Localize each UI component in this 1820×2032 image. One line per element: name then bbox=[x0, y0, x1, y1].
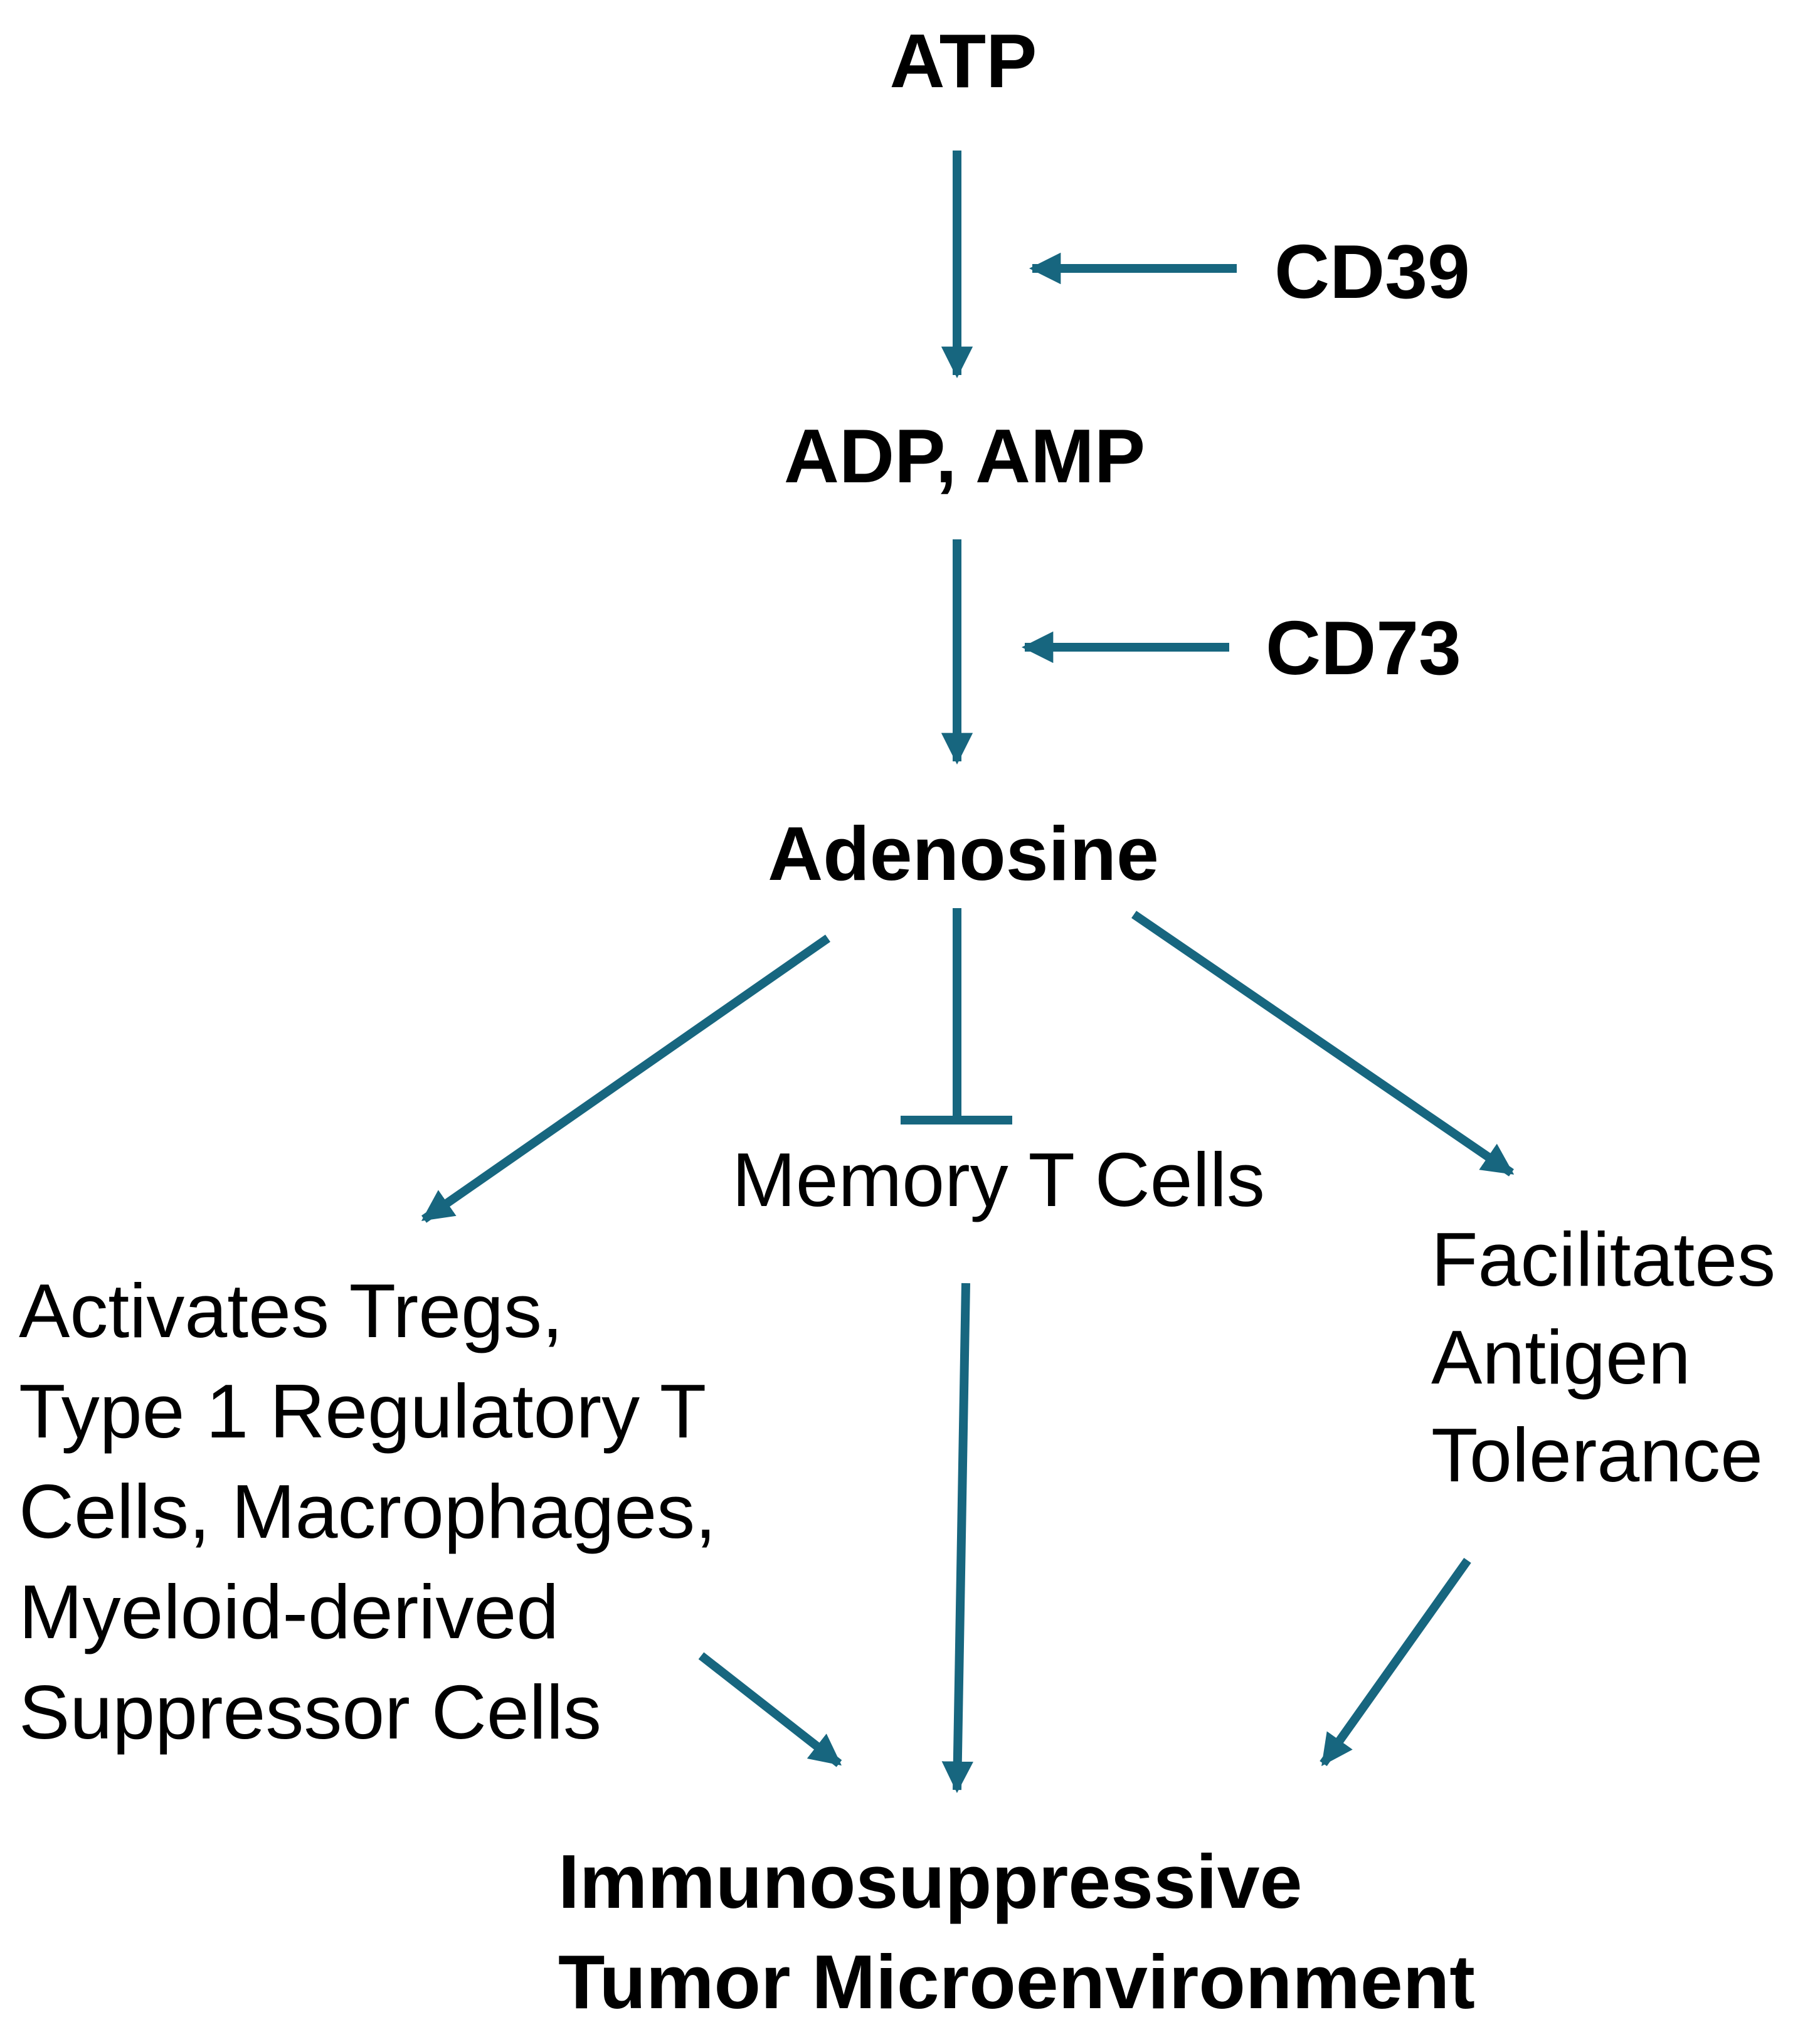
arrow-activates-to-outcome bbox=[698, 1652, 842, 1767]
node-outcome: Immunosuppressive Tumor Microenvironment bbox=[558, 1831, 1475, 2032]
arrow-facilitates-to-outcome bbox=[1320, 1557, 1471, 1767]
node-facilitates: Facilitates Antigen Tolerance bbox=[1431, 1210, 1775, 1504]
node-activates: Activates Tregs, Type 1 Regulatory T Cel… bbox=[19, 1261, 716, 1762]
outcome-line: Tumor Microenvironment bbox=[558, 1939, 1475, 2024]
outcome-line: Immunosuppressive bbox=[558, 1839, 1303, 1924]
node-cd39: CD39 bbox=[1274, 229, 1470, 314]
activates-line: Activates Tregs, bbox=[19, 1268, 563, 1353]
activates-line: Cells, Macrophages, bbox=[19, 1469, 717, 1554]
facilitates-line: Antigen bbox=[1431, 1315, 1691, 1400]
activates-line: Suppressor Cells bbox=[19, 1670, 601, 1755]
facilitates-line: Facilitates bbox=[1431, 1217, 1776, 1302]
arrow-adenosine-to-facilitates bbox=[1131, 911, 1515, 1177]
activates-line: Type 1 Regulatory T bbox=[19, 1368, 707, 1454]
node-adp-amp: ADP, AMP bbox=[783, 413, 1146, 499]
node-adenosine: Adenosine bbox=[768, 811, 1159, 896]
activates-line: Myeloid-derived bbox=[19, 1569, 559, 1654]
arrow-memory-t-cells-to-outcome bbox=[941, 1283, 973, 1794]
facilitates-line: Tolerance bbox=[1431, 1412, 1763, 1498]
arrow-adenosine-to-activates bbox=[421, 934, 830, 1223]
node-atp: ATP bbox=[889, 18, 1037, 103]
node-memory-t-cells: Memory T Cells bbox=[732, 1137, 1265, 1222]
node-cd73: CD73 bbox=[1266, 605, 1461, 691]
